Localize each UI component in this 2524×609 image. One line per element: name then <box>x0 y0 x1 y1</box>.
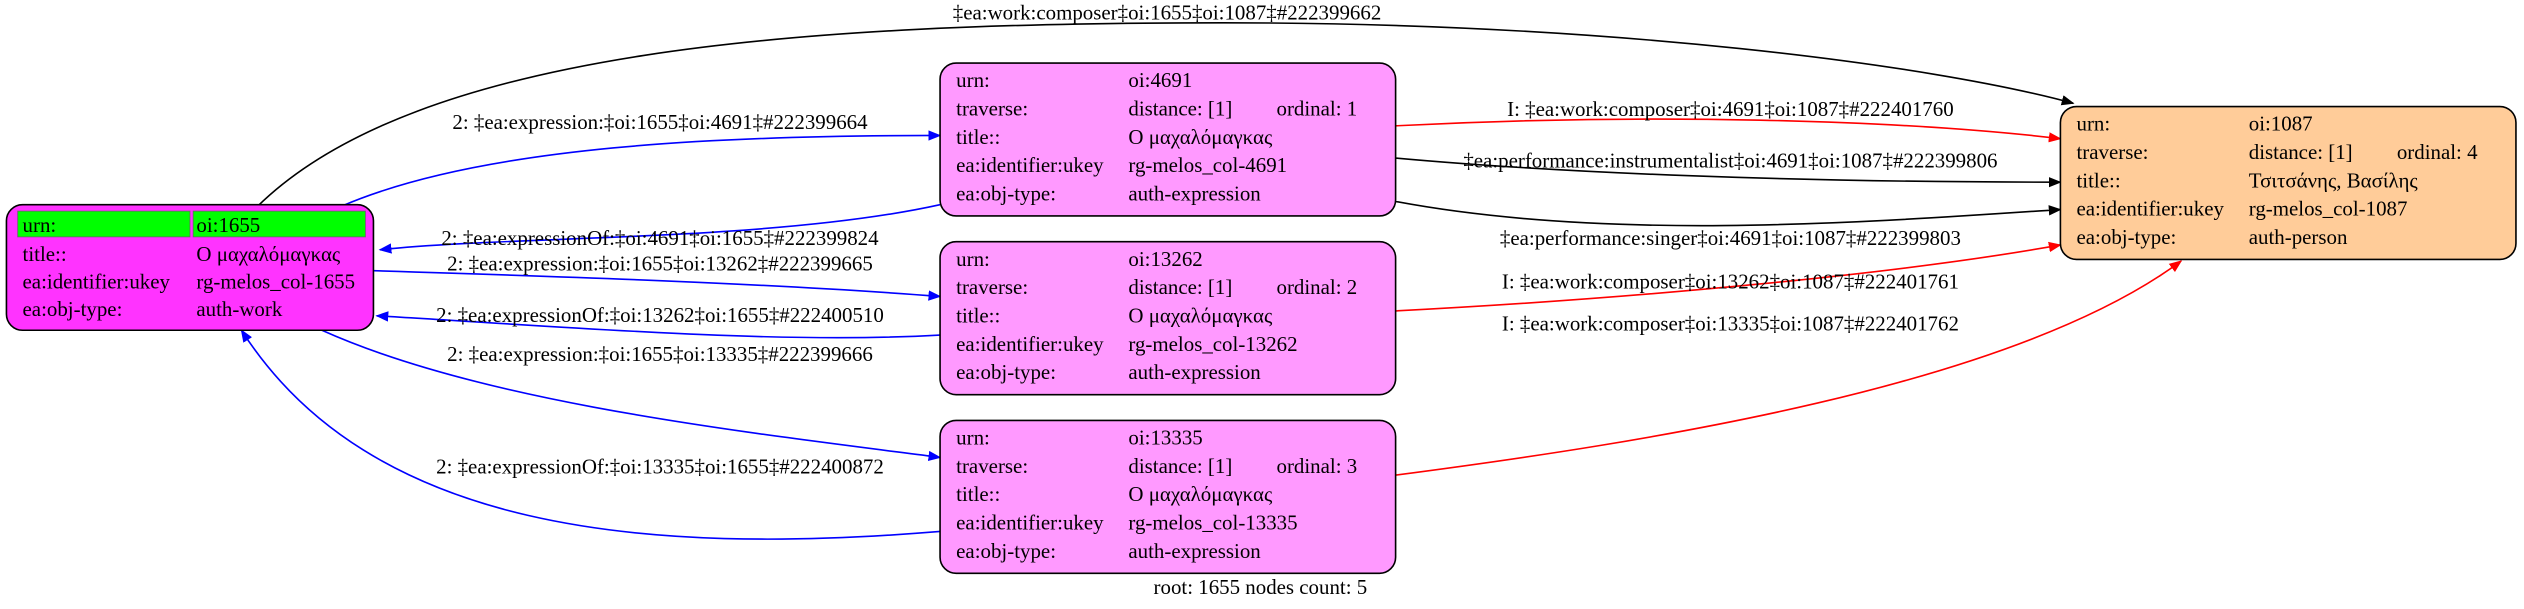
edge-expression-3 <box>321 329 942 462</box>
field-value: oi:4691 <box>1128 68 1192 92</box>
edge-label: 2: ‡ea:expressionOf:‡oi:13335‡oi:1655‡#2… <box>436 455 884 479</box>
field-label: traverse: <box>2077 140 2149 164</box>
footer-status: root: 1655 nodes count: 5 <box>1154 575 1368 599</box>
field-label: urn: <box>956 68 990 92</box>
field-value: distance: [1] <box>1128 454 1232 478</box>
field-value: Τσιτσάνης, Βασίλης <box>2249 168 2419 192</box>
field-label: ea:obj-type: <box>956 360 1056 384</box>
edge-composer-2 <box>1395 241 2062 312</box>
field-value: distance: [1] <box>1128 97 1232 121</box>
field-value: Ο μαχαλόμαγκας <box>1128 482 1273 506</box>
field-label: urn: <box>956 426 990 450</box>
field-label: ea:obj-type: <box>956 182 1056 206</box>
edge-label: 2: ‡ea:expressionOf:‡oi:4691‡oi:1655‡#22… <box>441 226 879 250</box>
field-value: oi:1087 <box>2249 112 2313 136</box>
field-value: auth-expression <box>1128 182 1261 206</box>
edge-singer-1 <box>1395 200 2062 227</box>
edge-label: 2: ‡ea:expression:‡oi:1655‡oi:13335‡#222… <box>447 342 873 366</box>
field-label: traverse: <box>956 275 1028 299</box>
edge-label: 2: ‡ea:expression:‡oi:1655‡oi:4691‡#2223… <box>452 110 868 134</box>
field-label: ea:obj-type: <box>23 297 123 321</box>
field-label: urn: <box>2077 112 2111 136</box>
node-expr3[interactable]: urn: oi:13335 traverse: distance: [1] ordina… <box>939 419 1397 575</box>
field-label: ea:identifier:ukey <box>956 511 1104 535</box>
field-value: ordinal: 4 <box>2397 140 2478 164</box>
edge-composer-1 <box>1395 118 2062 143</box>
edge-label: I: ‡ea:work:composer‡oi:13262‡oi:1087‡#2… <box>1502 269 1959 293</box>
edge-expression-2 <box>373 269 942 301</box>
field-label: ea:identifier:ukey <box>956 153 1104 177</box>
field-value: auth-expression <box>1128 360 1261 384</box>
node-work[interactable]: urn: oi:1655 title:: Ο μαχαλόμαγκας ea:i… <box>5 203 375 332</box>
node-person[interactable]: urn: oi:1087 traverse: distance: [1] ordinal… <box>2059 105 2517 261</box>
field-value: oi:13335 <box>1128 426 1202 450</box>
field-label: traverse: <box>956 454 1028 478</box>
field-value: Ο μαχαλόμαγκας <box>196 242 341 266</box>
field-value: auth-expression <box>1128 539 1261 563</box>
field-value: rg-melos_col-13335 <box>1128 511 1297 535</box>
node-expr1[interactable]: urn: oi:4691 traverse: distance: [1] ordinal… <box>939 62 1397 217</box>
field-value: ordinal: 2 <box>1276 275 1357 299</box>
field-label: title:: <box>956 482 1000 506</box>
edge-label: ‡ea:performance:instrumentalist‡oi:4691‡… <box>1463 149 1997 173</box>
field-value: rg-melos_col-1655 <box>196 269 355 293</box>
edge-expressionof-2 <box>375 311 941 339</box>
edge-label: I: ‡ea:work:composer‡oi:4691‡oi:1087‡#22… <box>1507 97 1954 121</box>
node-expr2[interactable]: urn: oi:13262 traverse: distance: [1] ordina… <box>939 240 1397 396</box>
field-value: oi:1655 <box>196 213 260 237</box>
field-value: auth-work <box>196 297 282 321</box>
edge-label: I: ‡ea:work:composer‡oi:13335‡oi:1087‡#2… <box>1502 311 1959 335</box>
edge-expressionof-1 <box>378 203 941 254</box>
field-label: title:: <box>956 304 1000 328</box>
field-label: title:: <box>956 125 1000 149</box>
field-value: oi:13262 <box>1128 247 1202 271</box>
field-label: title:: <box>23 242 67 266</box>
field-value: Ο μαχαλόμαγκας <box>1128 125 1273 149</box>
field-label: ea:identifier:ukey <box>23 269 171 293</box>
edge-work-composer <box>256 21 2075 207</box>
field-value: rg-melos_col-4691 <box>1128 153 1287 177</box>
field-value: distance: [1] <box>2249 140 2353 164</box>
field-label: ea:obj-type: <box>956 539 1056 563</box>
edge-label: ‡ea:work:composer‡oi:1655‡oi:1087‡#22239… <box>953 1 1382 25</box>
field-value: auth-person <box>2249 225 2348 249</box>
edge-label: 2: ‡ea:expressionOf:‡oi:13262‡oi:1655‡#2… <box>436 303 884 327</box>
field-value: distance: [1] <box>1128 275 1232 299</box>
field-value: Ο μαχαλόμαγκας <box>1128 304 1273 328</box>
field-value: ordinal: 1 <box>1276 97 1357 121</box>
field-value: rg-melos_col-1087 <box>2249 197 2408 221</box>
field-label: ea:identifier:ukey <box>956 332 1104 356</box>
field-label: title:: <box>2077 168 2121 192</box>
edge-composer-3 <box>1395 260 2183 476</box>
field-label: urn: <box>23 213 57 237</box>
edge-label: ‡ea:performance:singer‡oi:4691‡oi:1087‡#… <box>1500 226 1961 250</box>
field-label: traverse: <box>956 97 1028 121</box>
edge-expressionof-3 <box>240 329 941 540</box>
field-label: ea:obj-type: <box>2077 225 2177 249</box>
edge-expression-1 <box>340 130 942 208</box>
field-value: ordinal: 3 <box>1276 454 1357 478</box>
edge-label: 2: ‡ea:expression:‡oi:1655‡oi:13262‡#222… <box>447 252 873 276</box>
field-value: rg-melos_col-13262 <box>1128 332 1297 356</box>
edge-instrumentalist-1 <box>1395 157 2062 188</box>
field-label: ea:identifier:ukey <box>2077 197 2225 221</box>
field-label: urn: <box>956 247 990 271</box>
